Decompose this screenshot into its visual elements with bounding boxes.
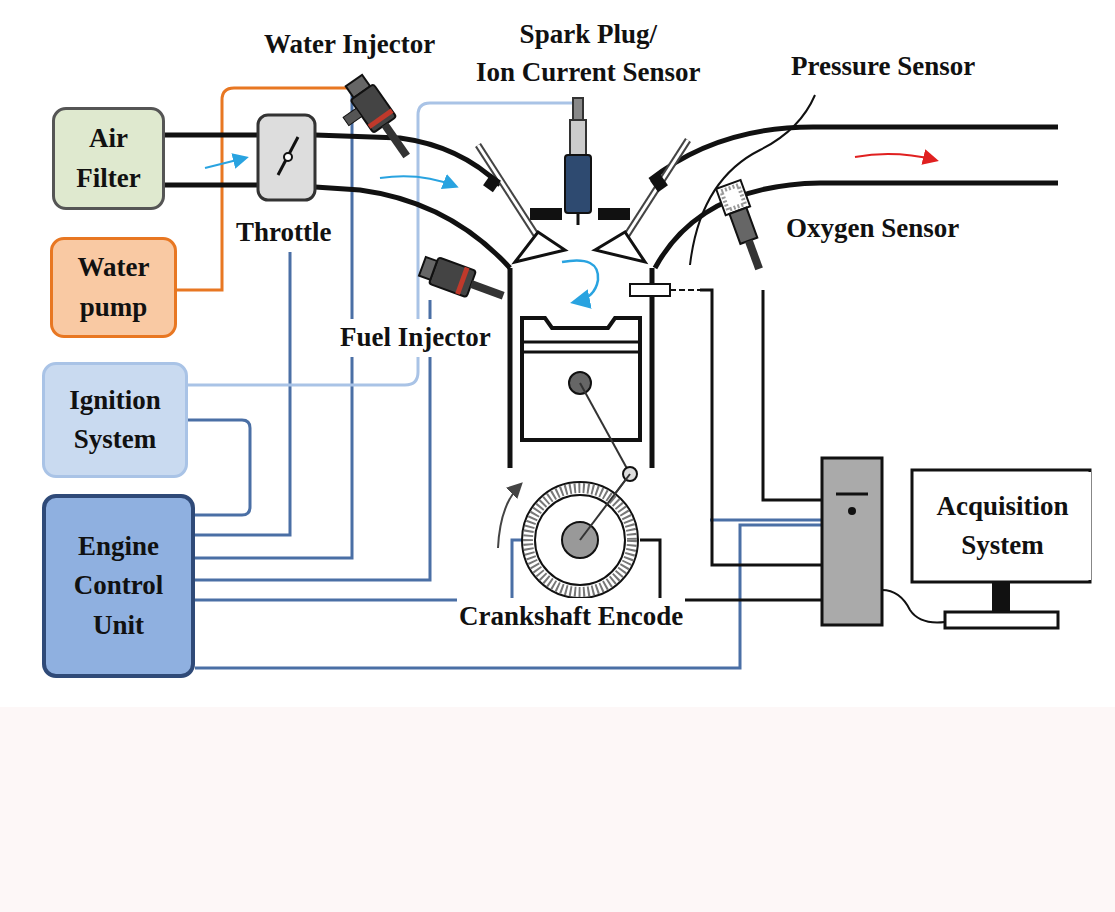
node-text: Air Filter	[64, 119, 154, 197]
crankshaft-encoder	[498, 474, 638, 598]
ecu-box: Engine Control Unit	[42, 494, 195, 678]
node-text: Ignition System	[50, 381, 180, 459]
pressure-sensor	[630, 284, 670, 296]
monitor	[912, 470, 1090, 628]
water-injector	[329, 73, 418, 174]
air-filter-box: Air Filter	[52, 107, 165, 210]
fuel-injector	[418, 253, 508, 309]
cylinder-wall	[510, 268, 652, 468]
injector-label: Water Injector	[262, 26, 437, 64]
spark-plug	[565, 98, 591, 225]
cylinder-head	[478, 140, 688, 262]
node-text: Engine Control Unit	[60, 527, 178, 644]
acquisition-screen: Acquisition System	[914, 472, 1091, 580]
encoder-label: Crankshaft Encode	[457, 598, 685, 636]
ignition-wire	[188, 98, 578, 385]
throttle-body	[258, 115, 315, 200]
throttle-plate	[278, 137, 298, 175]
ignition-box: Ignition System	[42, 362, 188, 478]
node-text: Acquisition System	[920, 487, 1085, 565]
throttle-label: Throttle	[234, 214, 334, 252]
water-pump-box: Water pump	[50, 237, 177, 338]
node-text: Water pump	[64, 248, 164, 326]
control-wires	[195, 95, 822, 668]
injector-label: Fuel Injector	[338, 319, 493, 357]
sensor-label: Oxygen Sensor	[784, 210, 961, 248]
sensor-label: Pressure Sensor	[789, 48, 977, 86]
oxygen-sensor	[716, 180, 771, 273]
lower-ground	[0, 707, 1115, 912]
intake-pipe	[165, 135, 510, 268]
connector	[188, 420, 250, 515]
spark-plug-label: Spark Plug/ Ion Current Sensor	[474, 16, 703, 92]
